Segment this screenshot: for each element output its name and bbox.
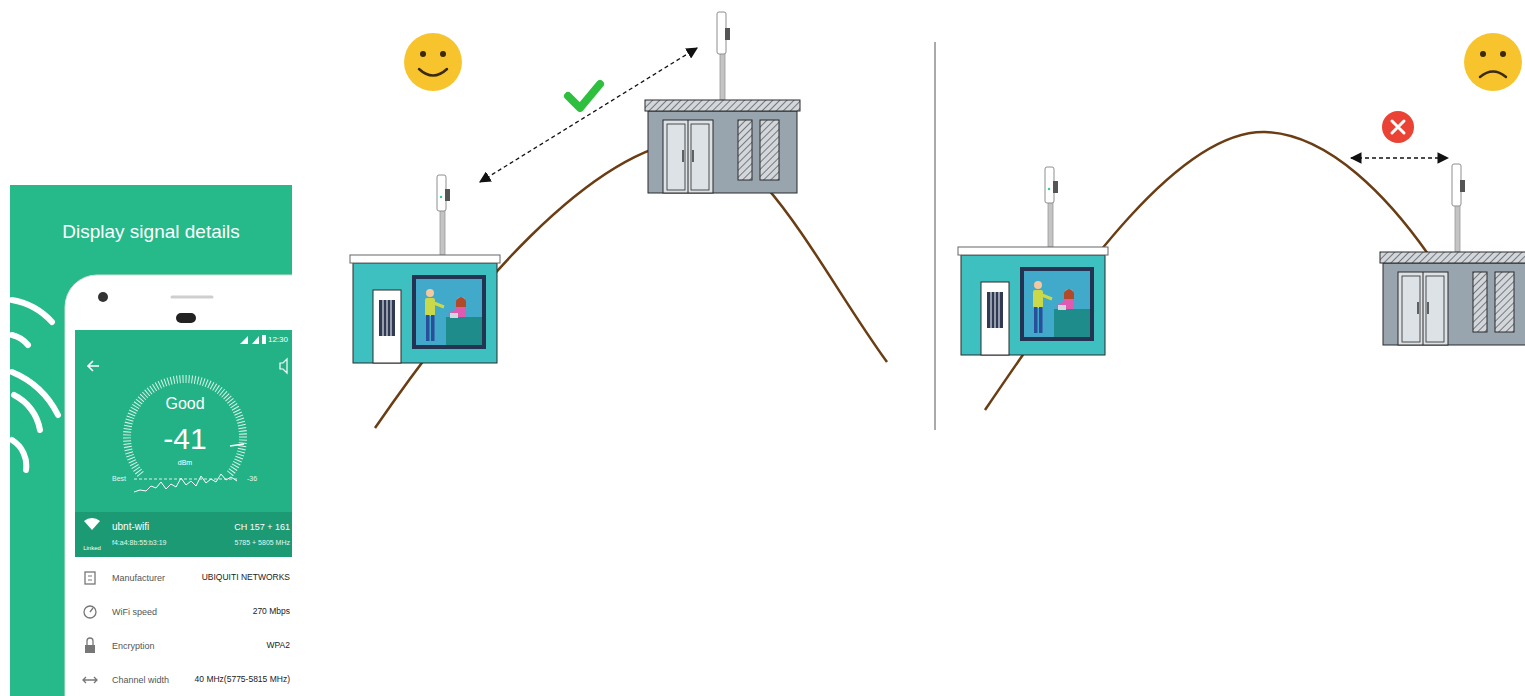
panel-title: Display signal details [62, 221, 239, 243]
signal-quality: Good [165, 395, 204, 413]
shop-building [958, 167, 1108, 355]
frequency-value: 5785 + 5805 MHz [235, 539, 290, 547]
row-value: WPA2 [267, 641, 290, 651]
best-value: -36 [247, 475, 257, 483]
row-label: WiFi speed [112, 607, 157, 617]
status-time: 12:30 [268, 335, 288, 344]
blocked-link-scene [958, 33, 1525, 410]
phone [65, 275, 292, 696]
row-value: UBIQUITI NETWORKS [202, 573, 290, 583]
link-arrow [1351, 157, 1448, 158]
sad-face [1464, 33, 1522, 91]
divider [935, 42, 936, 430]
smiley-face [404, 33, 462, 91]
office-building [1380, 164, 1525, 345]
cross-mark [1382, 111, 1414, 143]
shop-building [350, 175, 500, 363]
signal-value: -41 [163, 422, 206, 457]
row-value: 40 MHz(5775-5815 MHz) [195, 675, 290, 685]
mac-address: f4:a4:8b:55:b3:19 [112, 539, 167, 547]
link-status: Linked [83, 545, 101, 552]
unit-label: dBm [178, 459, 192, 467]
row-label: Encryption [112, 641, 155, 651]
link-arrow [480, 48, 697, 182]
good-link-scene [350, 12, 887, 428]
channel-value: CH 157 + 161 [234, 522, 290, 532]
wifi-arcs [12, 300, 58, 470]
office-building [645, 12, 800, 193]
check-mark [568, 84, 600, 108]
row-value: 270 Mbps [253, 607, 290, 617]
row-label: Channel width [112, 675, 169, 685]
row-label: Manufacturer [112, 573, 165, 583]
best-label: Best [112, 475, 126, 483]
network-name: ubnt-wifi [112, 521, 149, 533]
app-panel [10, 185, 327, 696]
